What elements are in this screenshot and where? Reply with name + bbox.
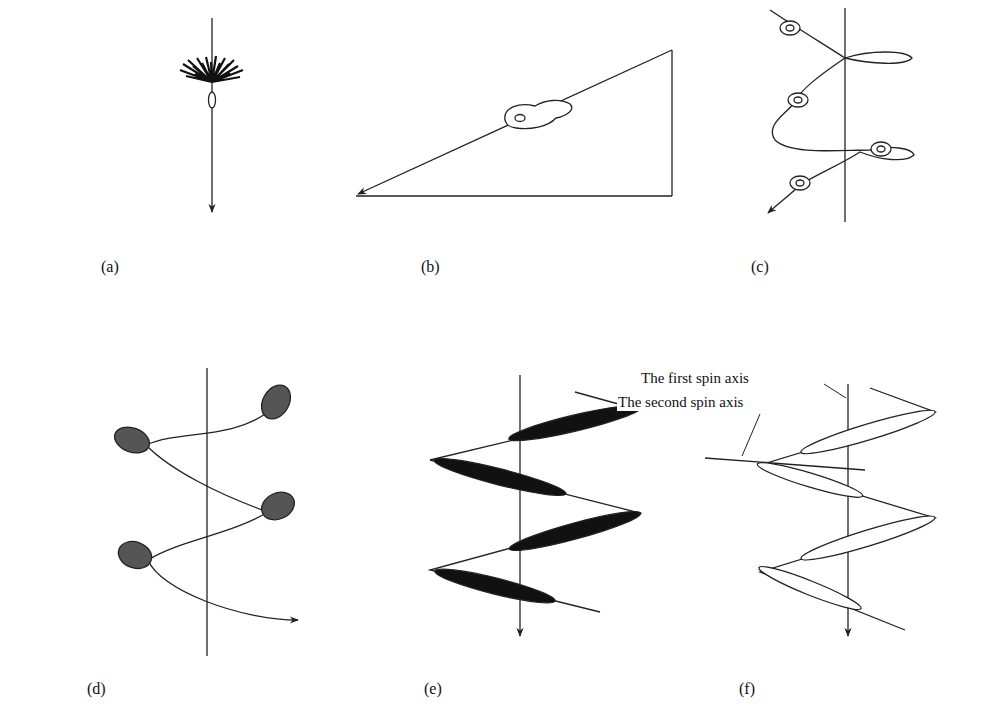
panel-label: (d): [86, 680, 107, 698]
panel-label: (b): [420, 258, 441, 276]
leader-line: [824, 384, 846, 398]
panel-label: (e): [423, 680, 443, 698]
panel-label: (c): [750, 258, 770, 276]
panel-label: (f): [738, 680, 756, 698]
spiraling-seed: [111, 368, 299, 656]
panel-label: (a): [100, 258, 120, 276]
samara-two-axes: [705, 384, 937, 636]
dandelion-seed: [180, 18, 243, 212]
axis-label: The first spin axis: [640, 370, 750, 387]
tumbling-seed: [768, 8, 914, 222]
glider-seed: [356, 50, 672, 196]
leader-line: [742, 414, 760, 456]
samara-seed: [430, 375, 643, 636]
axis-label: The second spin axis: [617, 394, 744, 411]
